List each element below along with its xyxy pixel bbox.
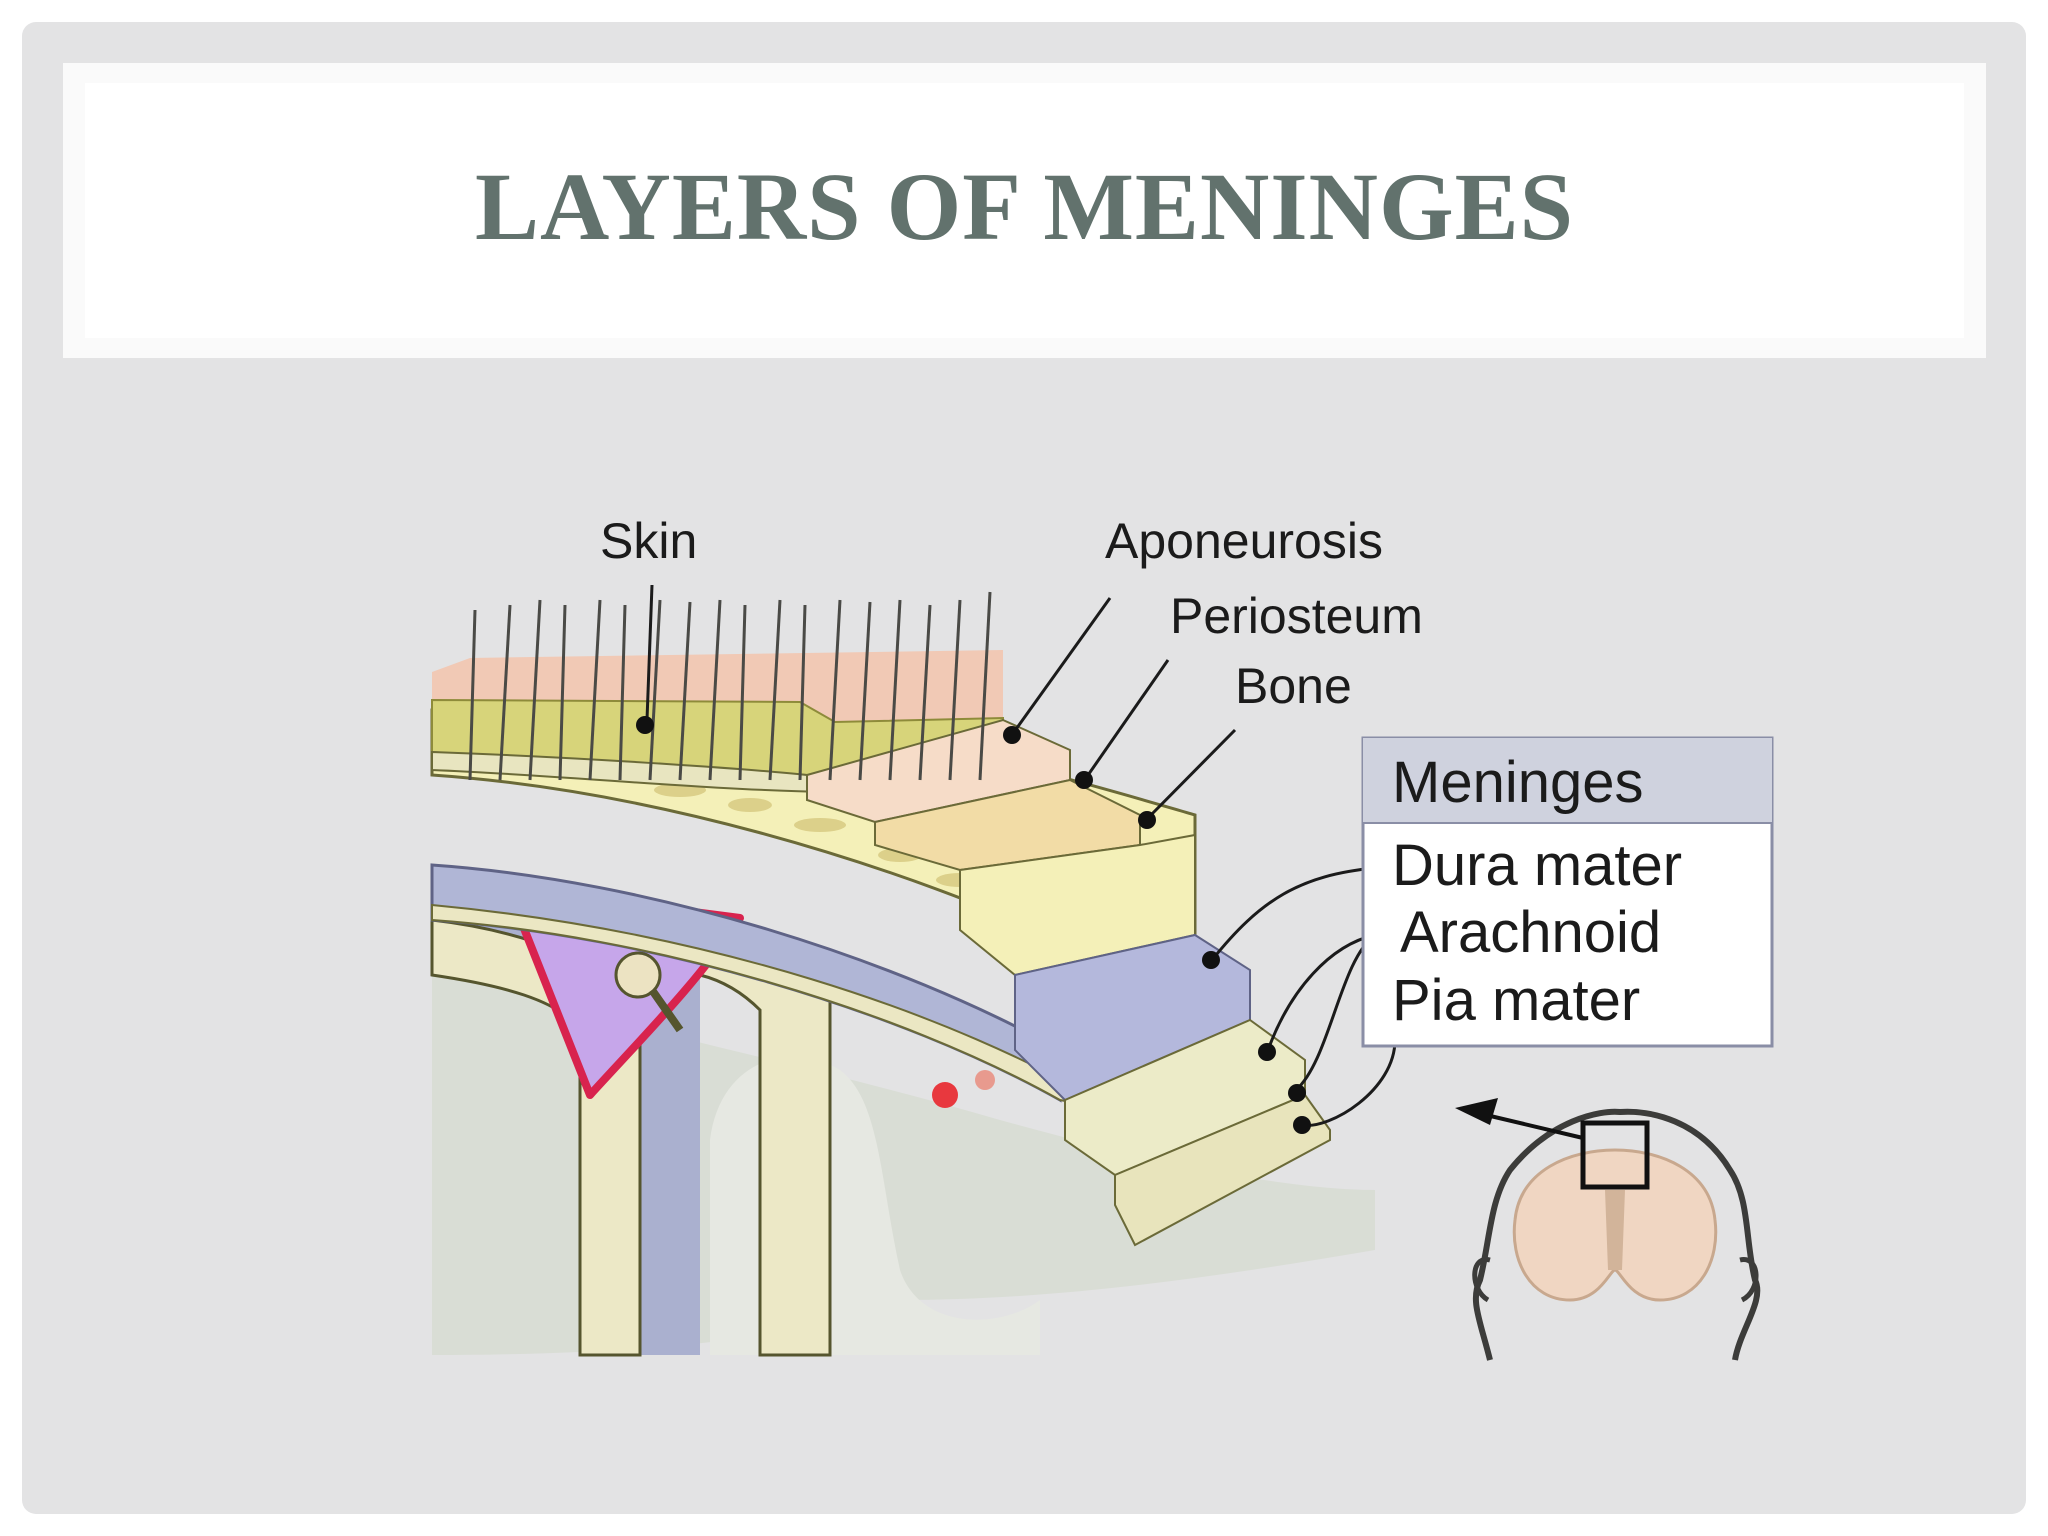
leader-lines xyxy=(645,584,1397,1127)
blood-vessel-2 xyxy=(975,1070,995,1090)
legend-arachnoid: Arachnoid xyxy=(1400,900,1661,965)
legend-dura: Dura mater xyxy=(1392,833,1682,898)
label-aponeurosis: Aponeurosis xyxy=(1105,513,1383,569)
label-bone: Bone xyxy=(1235,658,1352,714)
title-box: LAYERS OF MENINGES xyxy=(63,63,1986,358)
title-inner: LAYERS OF MENINGES xyxy=(85,83,1964,338)
legend-heading: Meninges xyxy=(1392,750,1643,815)
zoom-arrow-head xyxy=(1455,1098,1498,1125)
zoom-box xyxy=(1580,1120,1650,1190)
label-periosteum: Periosteum xyxy=(1170,588,1423,644)
blood-vessel xyxy=(932,1082,958,1108)
granulation-stalk xyxy=(648,987,684,1033)
ear-right-icon xyxy=(1739,1257,1759,1303)
legend-pia: Pia mater xyxy=(1392,968,1640,1033)
label-skin: Skin xyxy=(600,513,697,569)
hairs xyxy=(468,591,992,781)
brain-center xyxy=(1605,1190,1625,1270)
head-thumbnail xyxy=(1455,1098,1761,1361)
legend-header xyxy=(1363,738,1772,823)
slide-title: LAYERS OF MENINGES xyxy=(474,153,1575,260)
ear-left-icon xyxy=(1472,1257,1491,1303)
arachnoid-granulation xyxy=(614,951,662,999)
skin-top xyxy=(432,650,1003,722)
leader-dots xyxy=(636,716,1311,1134)
